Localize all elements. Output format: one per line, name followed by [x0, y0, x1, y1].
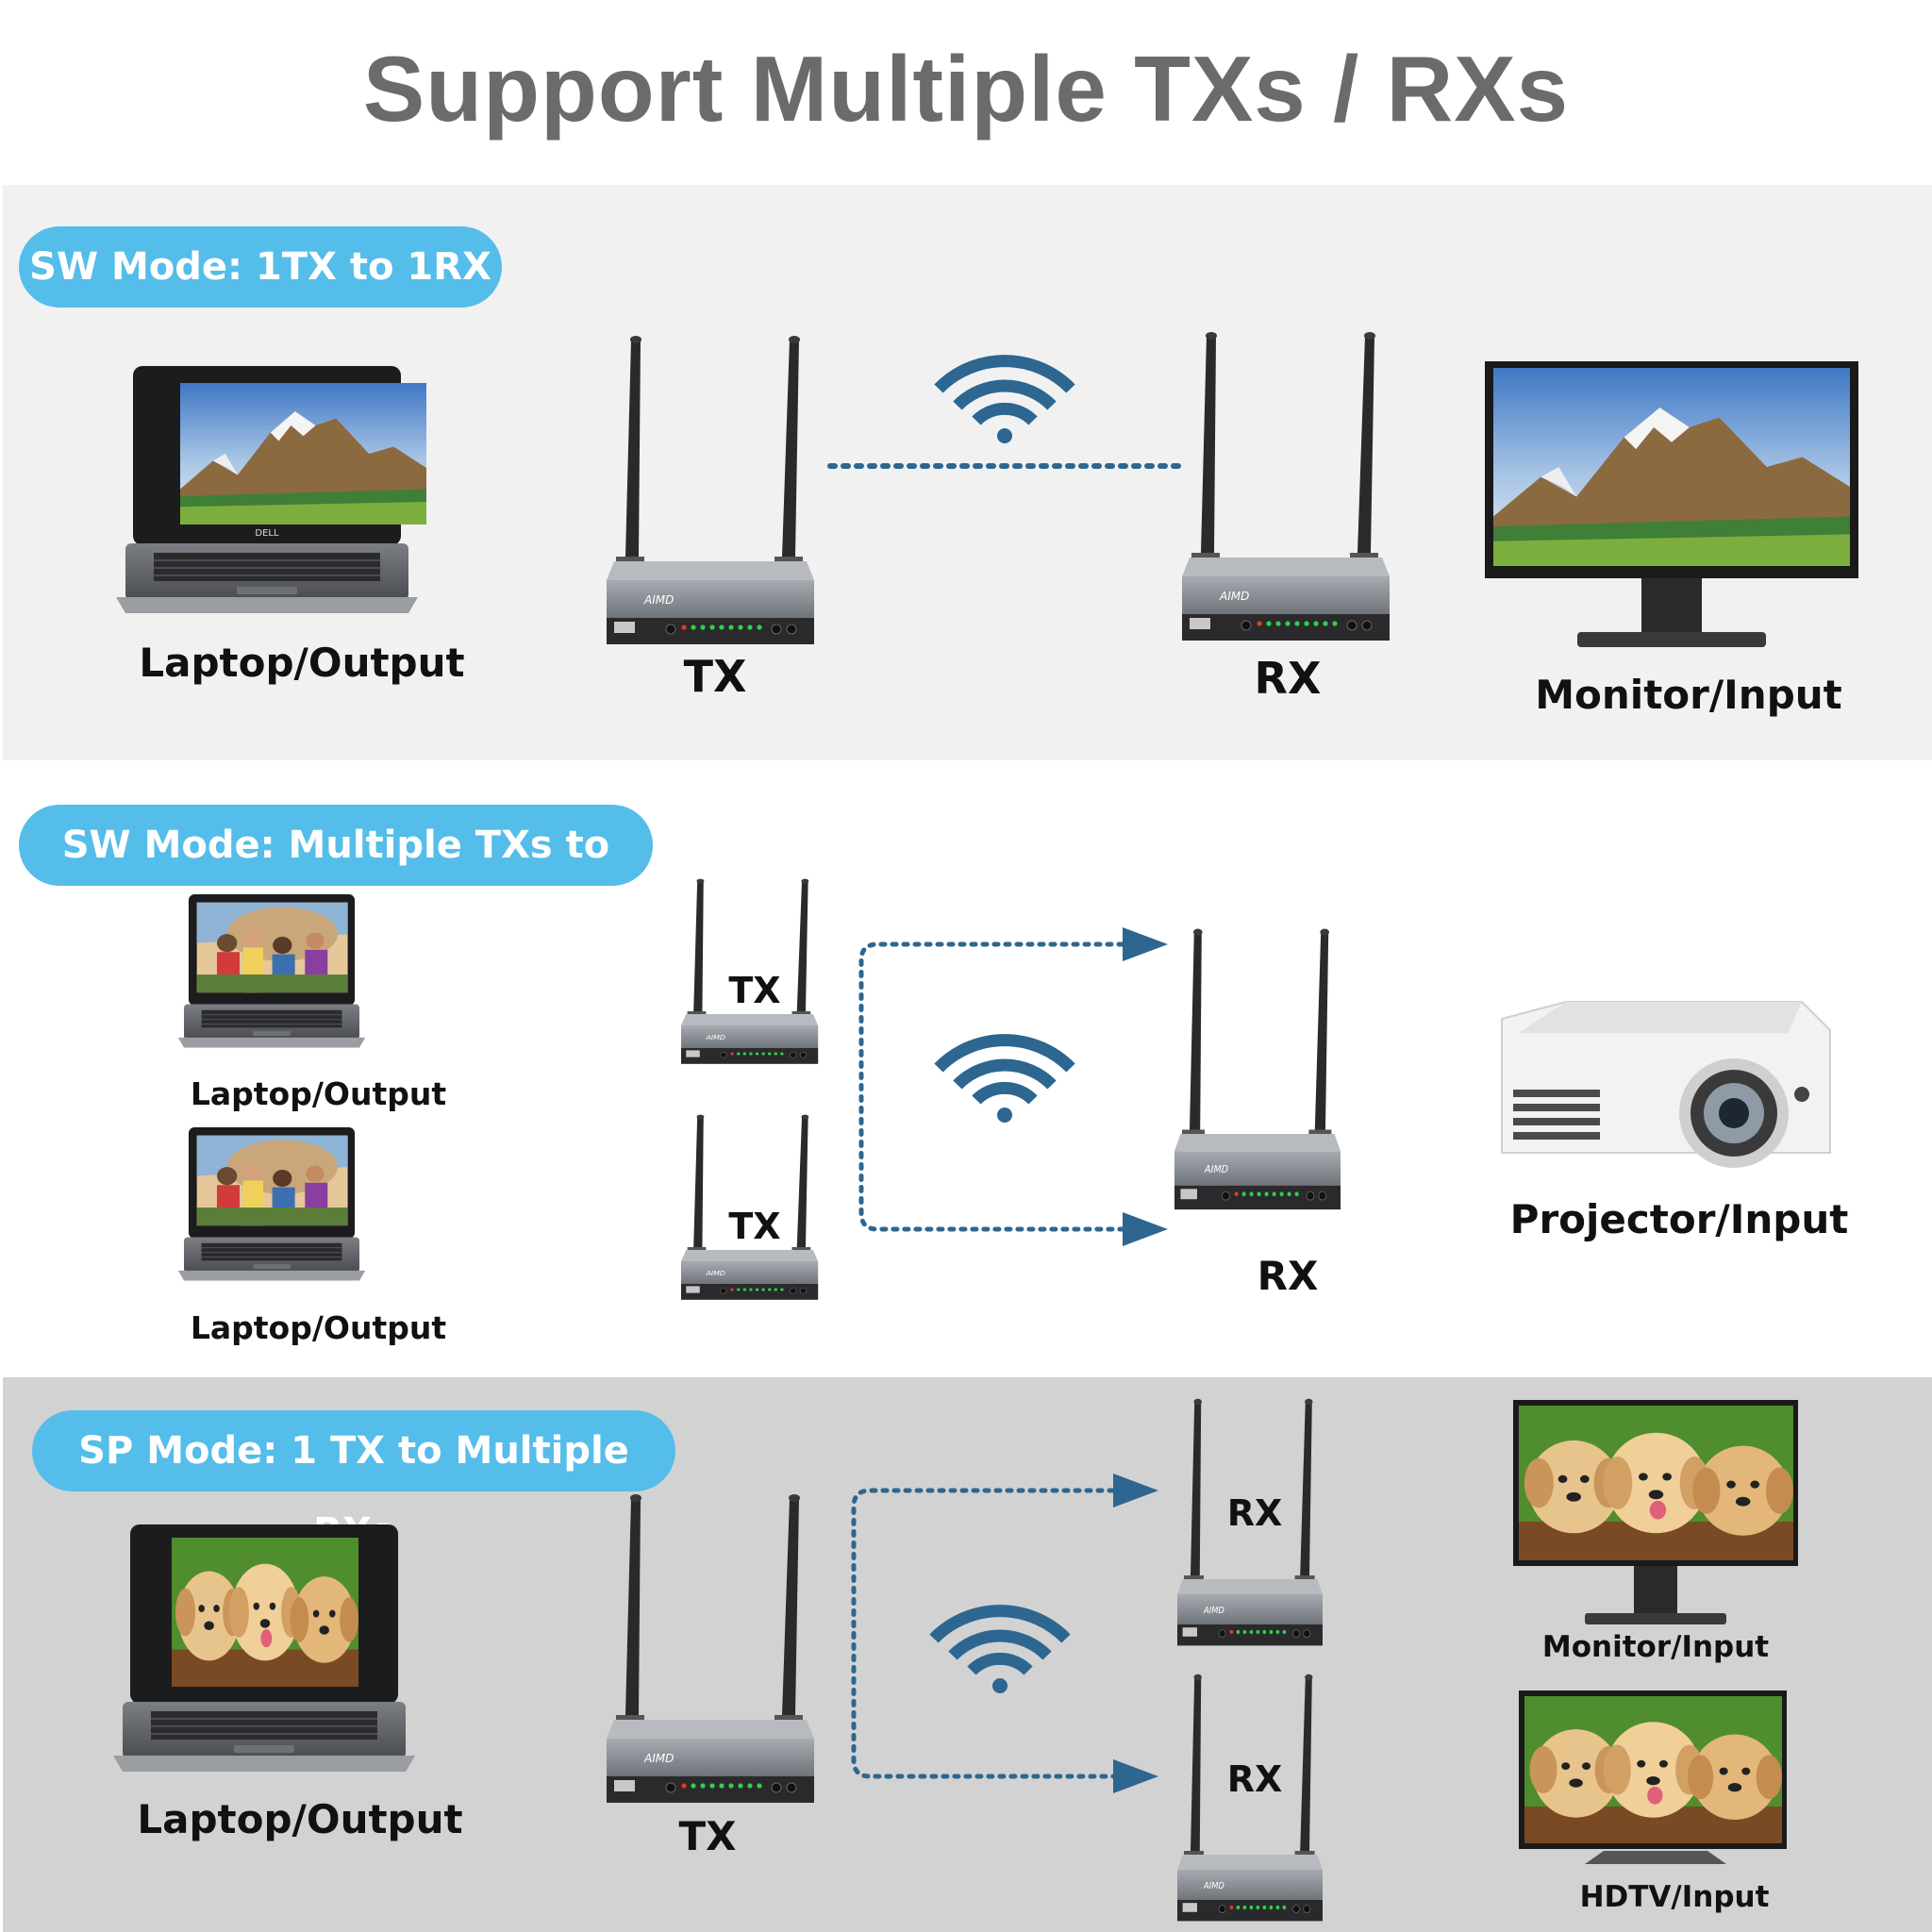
label-tx-1to1: TX: [683, 651, 747, 702]
tx-device-1to1: [606, 335, 815, 645]
laptop-multi-tx-2: [177, 1126, 366, 1281]
hdtv: [1519, 1690, 1787, 1864]
laptop-multi-tx-1: [177, 893, 366, 1048]
label-tx-multi-rx: TX: [678, 1813, 737, 1859]
label-laptop-1to1: Laptop/Output: [139, 640, 465, 686]
label-rx-1to1: RX: [1254, 653, 1322, 704]
monitor-multi-rx: [1513, 1400, 1798, 1624]
label-rx-multi-rx-2: RX: [1226, 1758, 1283, 1800]
mode-pill-sw-1to1: SW Mode: 1TX to 1RX: [19, 226, 502, 308]
label-laptop-multi-1: Laptop/Output: [190, 1075, 447, 1112]
label-projector: Projector/Input: [1509, 1196, 1849, 1242]
projector: [1501, 1001, 1831, 1168]
label-hdtv: HDTV/Input: [1579, 1880, 1770, 1914]
label-tx-multi-1: TX: [728, 970, 781, 1011]
laptop-multi-rx: [112, 1524, 416, 1773]
mode-pill-sp-multi-rx: SP Mode: 1 TX to Multiple RXs: [32, 1410, 675, 1554]
label-rx-multi-tx: RX: [1257, 1253, 1319, 1299]
label-laptop-multi-rx: Laptop/Output: [137, 1796, 463, 1842]
label-laptop-multi-2: Laptop/Output: [190, 1309, 447, 1346]
rx-device-1to1: [1181, 331, 1391, 641]
tx-device-multi-rx: [606, 1493, 815, 1804]
page-title: Support Multiple TXs / RXs: [362, 37, 1570, 141]
rx-device-multi: [1174, 928, 1341, 1210]
laptop-1to1: DELL: [115, 365, 426, 614]
label-monitor-multi-rx: Monitor/Input: [1541, 1630, 1770, 1664]
monitor-1to1: [1485, 361, 1858, 647]
label-tx-multi-2: TX: [728, 1206, 781, 1247]
label-rx-multi-rx-1: RX: [1226, 1492, 1283, 1534]
label-monitor-1to1: Monitor/Input: [1535, 672, 1842, 718]
svg-text:DELL: DELL: [255, 528, 279, 539]
